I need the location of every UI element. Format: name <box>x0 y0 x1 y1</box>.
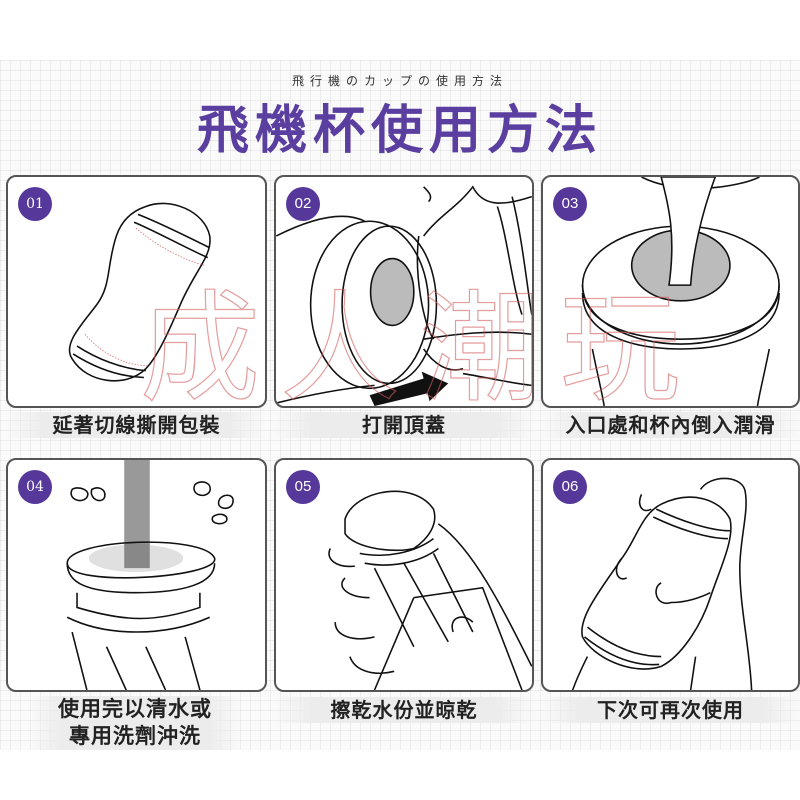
step-caption-04-line2: 專用洗劑沖洗 <box>69 724 201 748</box>
step-number-badge: 04 <box>18 470 52 504</box>
hand-holding-cup-illustration-icon <box>571 477 753 690</box>
step-caption-05: 擦乾水份並晾乾 <box>274 697 534 723</box>
step-number-badge: 05 <box>286 470 320 504</box>
page-subtitle: 飛行機のカップの使用方法 <box>291 74 508 88</box>
step-card-01: 01 <box>6 175 267 408</box>
step-card-03: 03 <box>541 175 800 408</box>
step-card-02: 02 <box>274 175 534 408</box>
step-caption-04-line1: 使用完以清水或 <box>58 697 212 721</box>
step-number-badge: 03 <box>553 187 587 221</box>
rinse-illustration-icon <box>66 460 234 690</box>
step-caption-06: 下次可再次使用 <box>541 697 800 723</box>
step-card-06: 06 <box>541 458 800 692</box>
step-number-badge: 02 <box>286 187 320 221</box>
open-cap-illustration-icon <box>276 185 532 406</box>
wipe-dry-illustration-icon <box>328 490 532 690</box>
step-caption-03: 入口處和杯內倒入潤滑 <box>541 412 800 438</box>
step-number-badge: 01 <box>18 187 52 221</box>
step-number-badge: 06 <box>553 470 587 504</box>
step-caption-01: 延著切線撕開包裝 <box>6 412 267 438</box>
step-card-05: 05 <box>274 458 534 692</box>
step-card-04: 04 <box>6 458 267 692</box>
page-title: 飛機杯使用方法 <box>196 101 603 161</box>
step-caption-04: 使用完以清水或 專用洗劑沖洗 <box>30 696 240 750</box>
pour-lubricant-illustration-icon <box>581 177 780 406</box>
step-caption-02: 打開頂蓋 <box>274 412 534 438</box>
cup-illustration-icon <box>68 202 211 382</box>
